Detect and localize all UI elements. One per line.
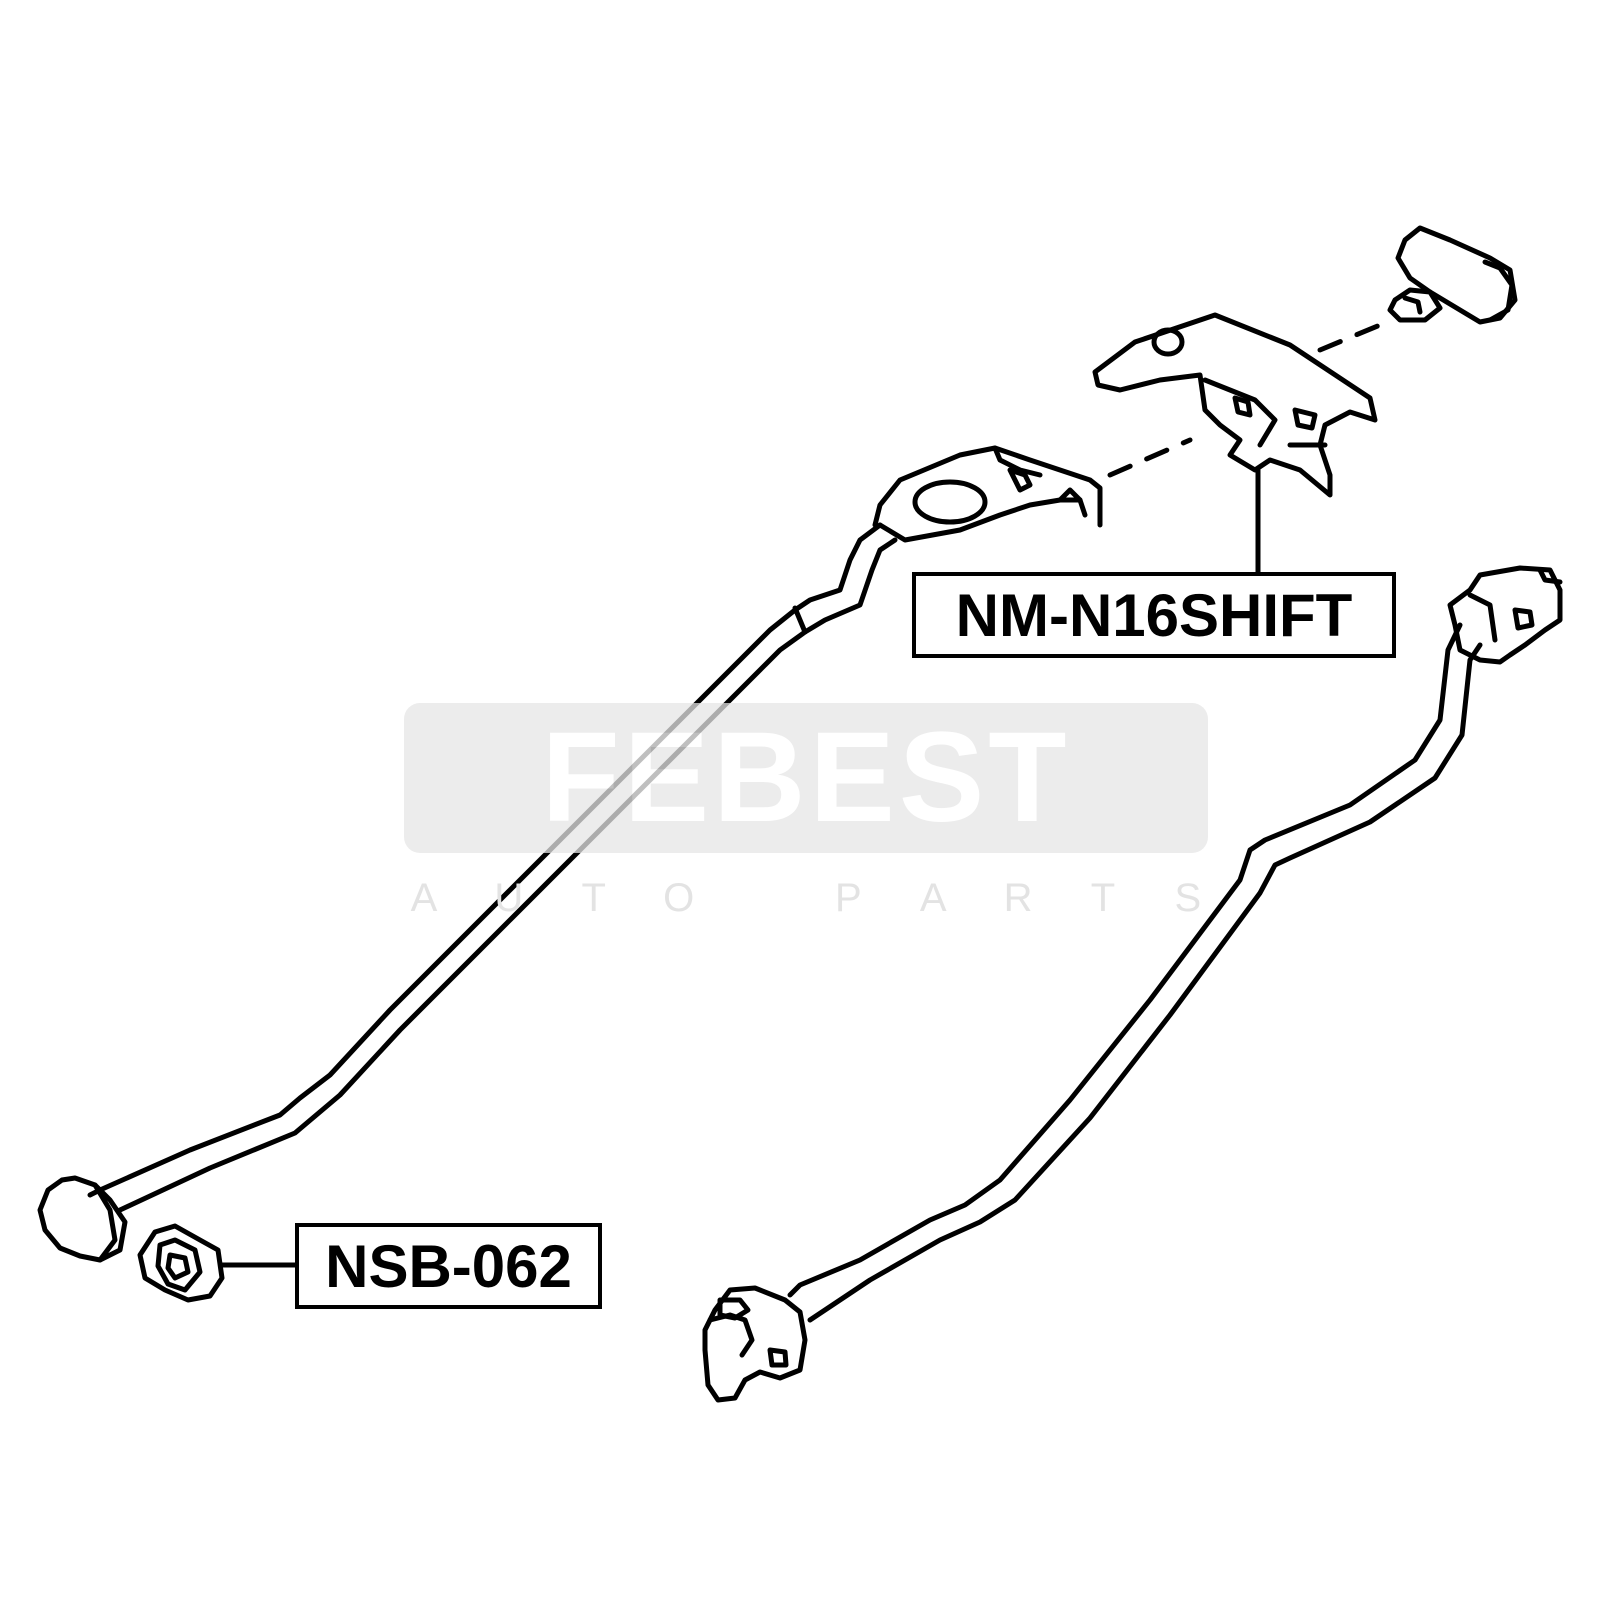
brand-watermark: FEBEST [404, 703, 1208, 853]
right-stabilizer-rod [787, 622, 1483, 1323]
right-bottom-clamp [702, 1285, 808, 1403]
part-label-nm-n16shift: NM-N16SHIFT [912, 572, 1396, 658]
shift-mount-bracket-icon [1092, 312, 1378, 575]
right-top-clamp [1447, 565, 1563, 665]
mounting-bolt-and-sleeve [1387, 225, 1518, 325]
assembly-guide-lines [1107, 322, 1383, 478]
watermark-tagline-letter: T [581, 875, 606, 920]
watermark-tagline-letter: U [494, 875, 524, 920]
bushing-nsb-062-icon [137, 1223, 298, 1303]
watermark-tagline-letter: S [1174, 875, 1202, 920]
watermark-brand-text: FEBEST [541, 706, 1071, 849]
part-label-nsb-062: NSB-062 [295, 1223, 602, 1309]
watermark-tagline-letter: T [1090, 875, 1116, 920]
left-bracket [872, 445, 1103, 543]
watermark-tagline-letter: O [663, 875, 695, 920]
watermark-tagline: A U T O P A R T S [404, 868, 1208, 928]
watermark-tagline-letter: A [410, 875, 438, 920]
watermark-tagline-letter: R [1003, 875, 1033, 920]
watermark-tagline-letter: P [835, 875, 862, 920]
left-rod-end-eye [37, 1175, 128, 1263]
watermark-tagline-letter: A [919, 875, 947, 920]
